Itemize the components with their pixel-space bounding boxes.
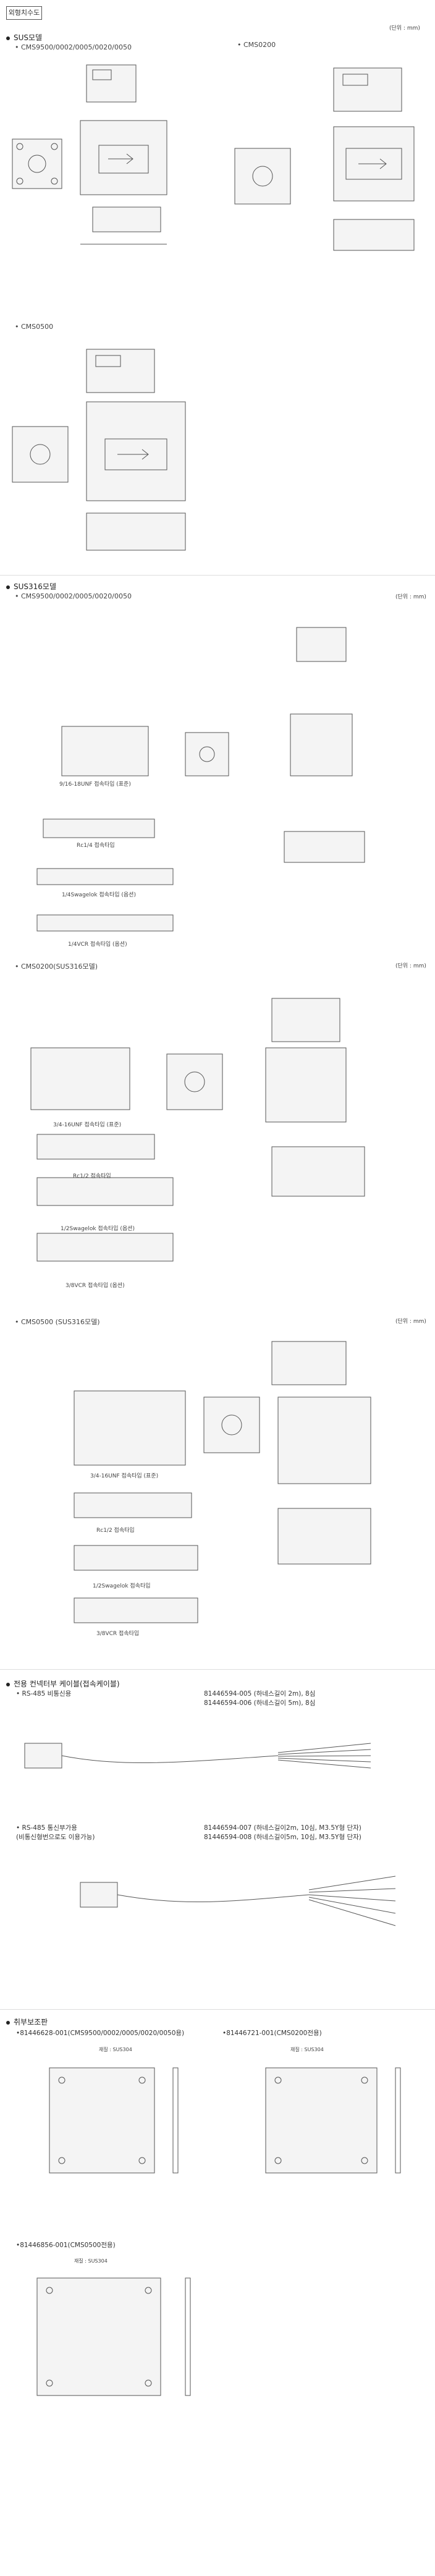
caption-sus316-c2: Rc1/2 접속타입 bbox=[96, 1528, 135, 1534]
caption-sus316-a2: Rc1/4 접속타입 bbox=[77, 843, 115, 849]
cable-rs485-line2: 81446594-006 (하네스길이 5m), 8심 bbox=[204, 1699, 316, 1707]
unit-label-sus316-c: (단위 : mm) bbox=[395, 1319, 426, 1325]
unit-label-sus316-b: (단위 : mm) bbox=[395, 963, 426, 969]
bracket-item2: •81446721-001(CMS0200전용) bbox=[222, 2030, 322, 2037]
caption-sus316-b4: 3/8VCR 접속타입 (옵션) bbox=[65, 1283, 125, 1289]
cable-rs485c-line1: 81446594-007 (하네스길이2m, 10심, M3.5Y형 단자) bbox=[204, 1824, 361, 1832]
drawing-bracket-1 bbox=[49, 2067, 179, 2174]
caption-sus316-a3: 1/4Swagelok 접속타입 (옵션) bbox=[62, 892, 136, 898]
unit-label-sus316-a: (단위 : mm) bbox=[395, 594, 426, 600]
section-title-sus316: SUS316모델 bbox=[6, 581, 56, 592]
section-title-sus: SUS모델 bbox=[6, 32, 42, 43]
bracket-material-2: 재질 : SUS304 bbox=[290, 2047, 324, 2052]
bracket-item3: •81446856-001(CMS0500전용) bbox=[16, 2242, 116, 2249]
bracket-material-1: 재질 : SUS304 bbox=[99, 2047, 132, 2052]
caption-sus316-a1: 9/16-18UNF 접속타입 (표준) bbox=[59, 781, 131, 788]
page-title: 외형치수도 bbox=[6, 6, 42, 20]
cable-rs485c-label: • RS-485 통신부가용 bbox=[16, 1824, 77, 1832]
drawing-sus-cms9500 bbox=[12, 64, 167, 245]
caption-sus316-b2: Rc1/2 접속타입 bbox=[73, 1173, 111, 1180]
section-title-cable: 전용 컨넥터부 케이블(접속케이블) bbox=[6, 1678, 120, 1689]
unit-label: (단위 : mm) bbox=[389, 25, 420, 32]
model-label-sus316-b: • CMS0200(SUS316모델) bbox=[15, 963, 98, 971]
cable-rs485-line1: 81446594-005 (하네스길이 2m), 8심 bbox=[204, 1690, 316, 1698]
model-label-sus316-a: • CMS9500/0002/0005/0020/0050 bbox=[15, 592, 132, 600]
drawing-bracket-2 bbox=[265, 2067, 401, 2174]
bracket-item1: •81446628-001(CMS9500/0002/0005/0020/005… bbox=[16, 2030, 185, 2037]
cable-rs485c-line2: 81446594-008 (하네스길이5m, 10심, M3.5Y형 단자) bbox=[204, 1834, 361, 1841]
drawing-sus-cms0200 bbox=[234, 67, 415, 251]
drawing-cable-rs485 bbox=[24, 1743, 371, 1769]
caption-sus316-b1: 3/4-16UNF 접속타입 (표준) bbox=[53, 1122, 122, 1128]
drawing-bracket-3 bbox=[36, 2277, 191, 2396]
cable-rs485-label: • RS-485 비통신용 bbox=[16, 1690, 72, 1698]
caption-sus316-c4: 3/8VCR 접속타입 bbox=[96, 1631, 140, 1637]
drawing-sus316-cms9500 bbox=[36, 627, 365, 932]
caption-sus316-c3: 1/2Swagelok 접속타입 bbox=[93, 1583, 151, 1589]
drawing-sus316-cms0500 bbox=[74, 1341, 371, 1623]
drawing-sus-cms0500 bbox=[12, 349, 186, 551]
section-title-bracket: 취부보조판 bbox=[6, 2017, 48, 2027]
cable-rs485c-sub: (비통신형번으로도 이용가능) bbox=[16, 1834, 95, 1841]
model-label-sus-b: • CMS0200 bbox=[237, 41, 276, 49]
model-label-sus-c: • CMS0500 bbox=[15, 323, 54, 331]
caption-sus316-c1: 3/4-16UNF 접속타입 (표준) bbox=[90, 1473, 159, 1479]
model-label-sus-a: • CMS9500/0002/0005/0020/0050 bbox=[15, 43, 132, 51]
drawing-cable-rs485c bbox=[80, 1876, 396, 1926]
caption-sus316-a4: 1/4VCR 접속타입 (옵션) bbox=[68, 942, 127, 948]
model-label-sus316-c: • CMS0500 (SUS316모델) bbox=[15, 1318, 100, 1326]
bracket-material-3: 재질 : SUS304 bbox=[74, 2258, 108, 2264]
drawing-sus316-cms0200 bbox=[30, 998, 365, 1262]
caption-sus316-b3: 1/2Swagelok 접속타입 (옵션) bbox=[61, 1226, 135, 1232]
